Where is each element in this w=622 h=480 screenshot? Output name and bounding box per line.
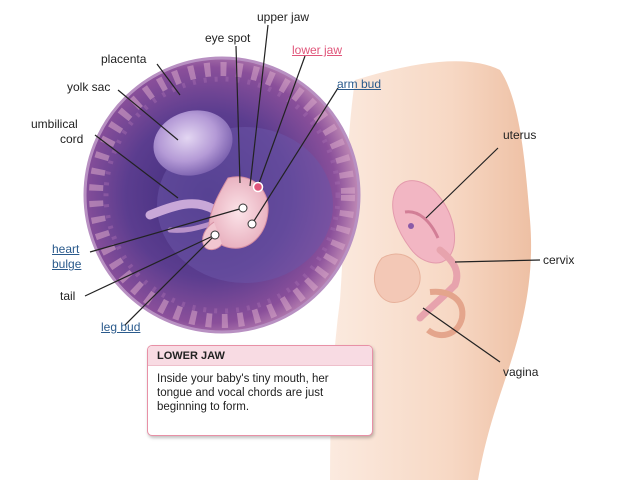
body-silhouette <box>330 61 532 480</box>
info-box-title: LOWER JAW <box>148 346 372 366</box>
info-box-text: Inside your baby's tiny mouth, her tongu… <box>157 373 329 413</box>
label-umbilical-cord-line2[interactable]: cord <box>60 132 84 146</box>
leg-bud-marker <box>210 230 220 240</box>
yolk-sac-shape <box>153 110 233 176</box>
label-cervix[interactable]: cervix <box>543 253 575 267</box>
embryo-shape <box>208 176 269 249</box>
label-leg-bud[interactable]: leg bud <box>101 320 141 334</box>
uterus-dot <box>408 223 414 229</box>
arm-bud-marker <box>247 219 257 229</box>
label-eye-spot[interactable]: eye spot <box>205 31 251 45</box>
label-uterus[interactable]: uterus <box>503 128 537 142</box>
label-placenta[interactable]: placenta <box>101 52 147 66</box>
label-upper-jaw[interactable]: upper jaw <box>257 10 310 24</box>
label-tail[interactable]: tail <box>60 289 76 303</box>
cervix-shape <box>416 246 461 322</box>
label-heart-bulge-line1[interactable]: heart <box>52 242 80 256</box>
lower-jaw-marker <box>252 181 264 193</box>
heart-bulge-marker <box>238 203 248 213</box>
label-arm-bud[interactable]: arm bud <box>337 77 382 91</box>
umbilical-cord-shape <box>145 199 220 220</box>
label-heart-bulge-line2[interactable]: bulge <box>52 257 82 271</box>
label-vagina[interactable]: vagina <box>503 365 539 379</box>
uterus-lining <box>404 210 440 239</box>
bowel-shape <box>426 288 466 339</box>
label-yolk-sac[interactable]: yolk sac <box>67 80 111 94</box>
info-box: LOWER JAW Inside your baby's tiny mouth,… <box>147 345 373 436</box>
bladder-shape <box>373 253 421 303</box>
leader-lines <box>84 24 541 363</box>
label-umbilical-cord-line1[interactable]: umbilical <box>31 117 78 131</box>
label-lower-jaw[interactable]: lower jaw <box>292 43 343 57</box>
